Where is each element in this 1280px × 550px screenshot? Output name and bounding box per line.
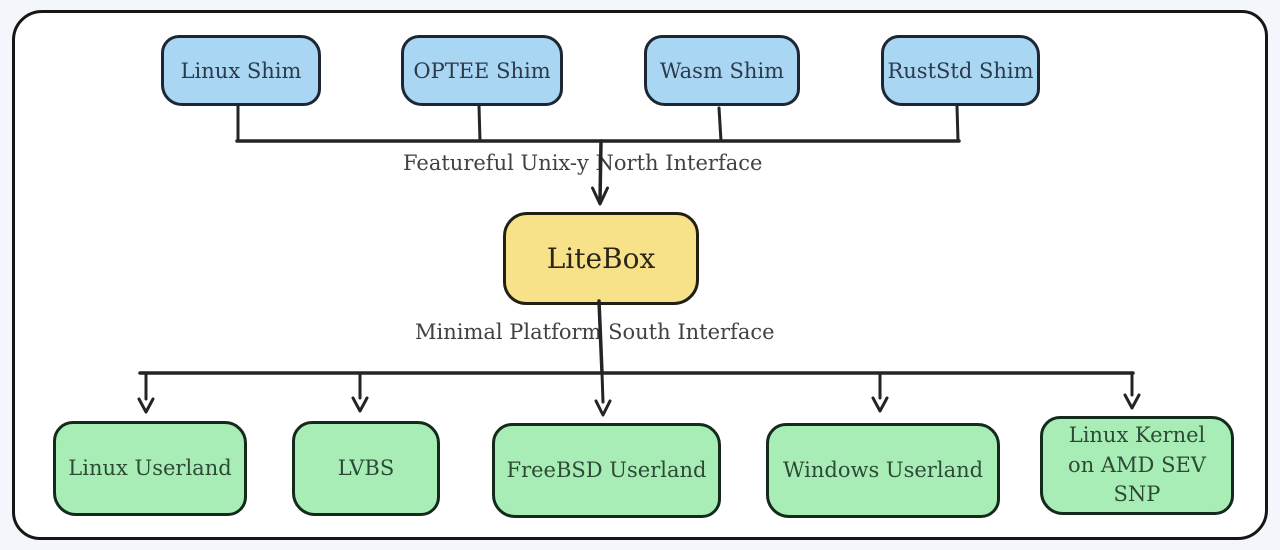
node-optee-shim: OPTEE Shim: [401, 35, 563, 106]
node-label: Linux Shim: [180, 58, 302, 83]
node-label: FreeBSD Userland: [506, 457, 707, 482]
node-label: OPTEE Shim: [413, 58, 551, 83]
node-label: LiteBox: [546, 242, 656, 275]
node-linux-userland: Linux Userland: [53, 421, 247, 516]
diagram-canvas: Linux Shim OPTEE Shim Wasm Shim RustStd …: [12, 10, 1268, 540]
node-label: LVBS: [337, 455, 395, 480]
node-label: Linux Kernel on AMD SEV SNP: [1068, 422, 1206, 507]
node-linux-kernel-amd-sev-snp: Linux Kernel on AMD SEV SNP: [1040, 416, 1234, 515]
node-ruststd-shim: RustStd Shim: [881, 35, 1040, 106]
node-freebsd-userland: FreeBSD Userland: [492, 423, 721, 518]
node-label: RustStd Shim: [887, 58, 1034, 83]
node-linux-shim: Linux Shim: [161, 35, 321, 106]
node-label: Wasm Shim: [659, 58, 785, 83]
node-label: Windows Userland: [782, 457, 984, 482]
node-wasm-shim: Wasm Shim: [644, 35, 800, 106]
node-lvbs: LVBS: [292, 421, 440, 516]
node-windows-userland: Windows Userland: [766, 423, 1000, 518]
north-interface-label: Featureful Unix-y North Interface: [403, 151, 763, 175]
node-litebox: LiteBox: [503, 212, 699, 305]
south-interface-label: Minimal Platform South Interface: [415, 320, 775, 344]
node-label: Linux Userland: [68, 455, 232, 480]
